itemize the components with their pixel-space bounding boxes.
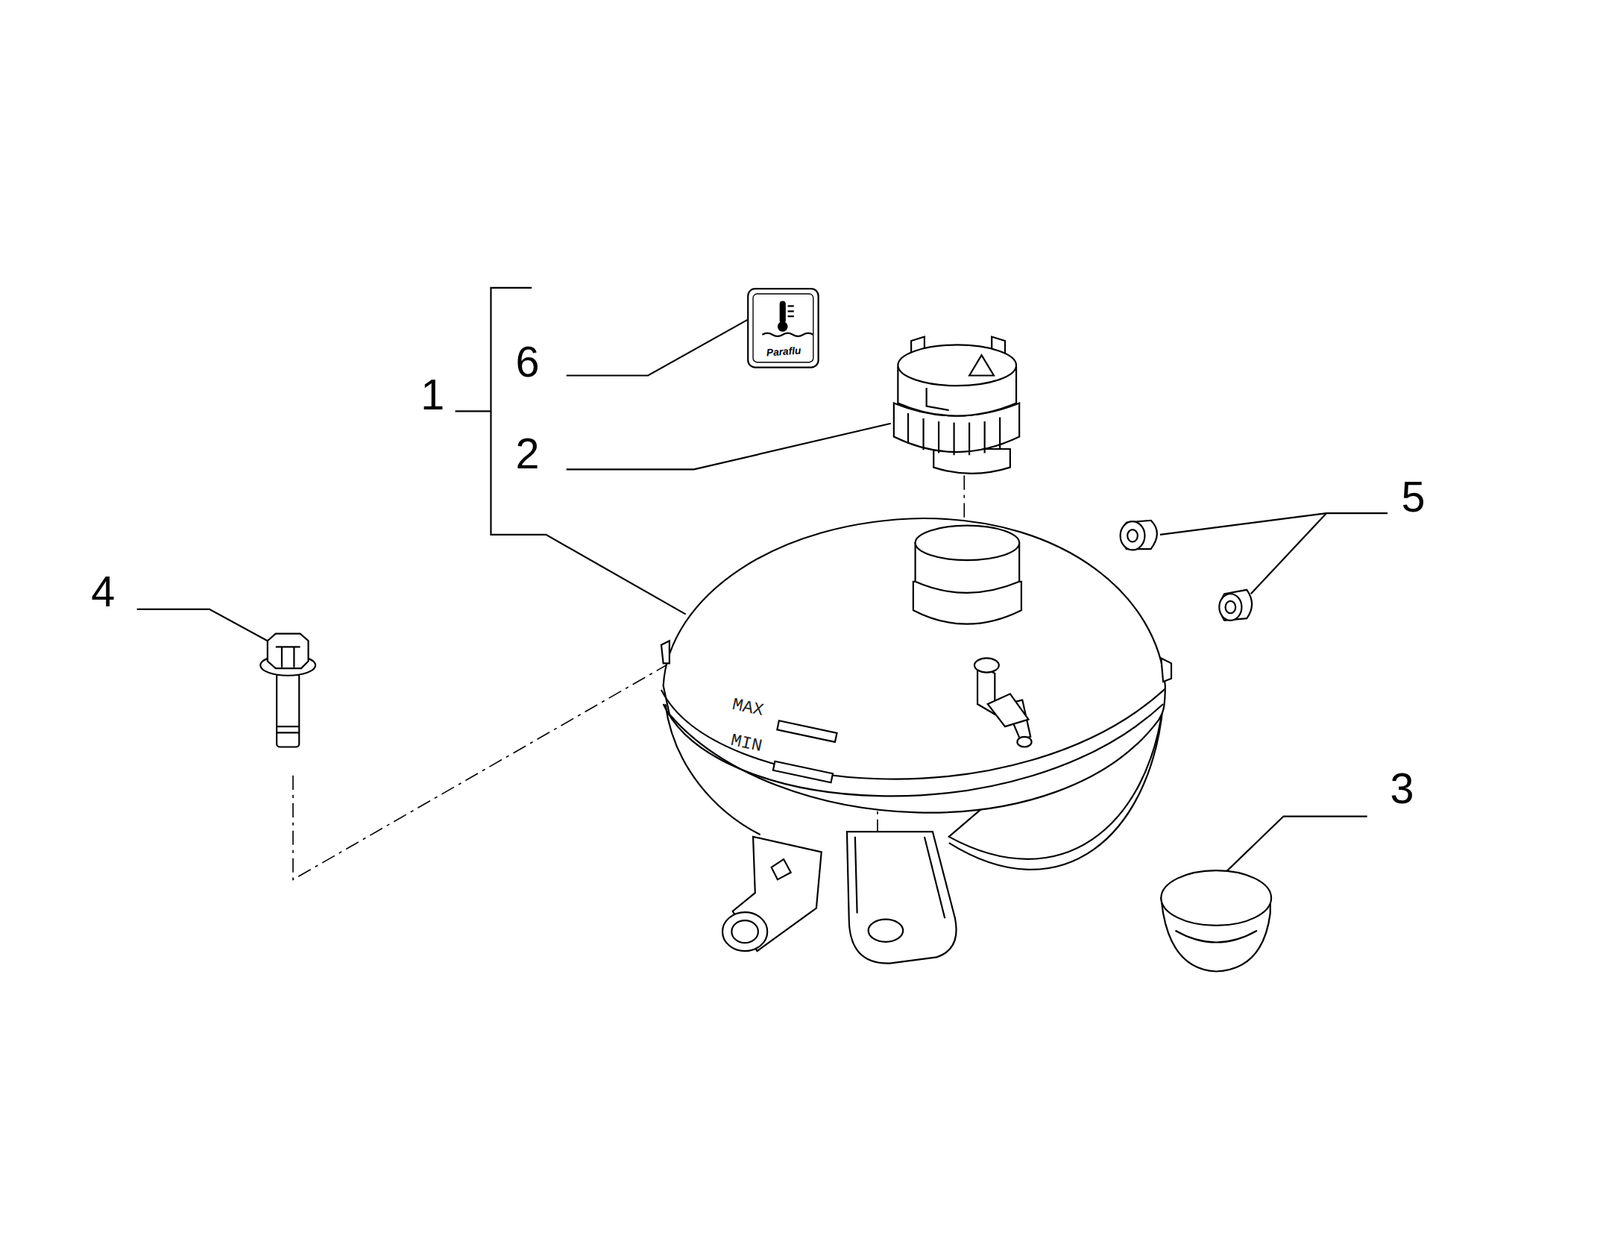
grommet-face <box>1219 593 1242 621</box>
thermometer <box>779 301 786 324</box>
thermometer-scale <box>788 305 795 317</box>
bolt-shank <box>276 673 299 748</box>
callout-number: 4 <box>90 570 115 613</box>
bolt-facets <box>275 646 301 667</box>
callout-number: 5 <box>1401 475 1426 519</box>
tank-dome <box>663 518 1166 813</box>
warning-triangle <box>969 354 994 376</box>
bolt <box>260 633 316 748</box>
bracket-line <box>490 287 686 615</box>
neck-opening <box>915 525 1020 561</box>
sticker-inner <box>753 293 814 363</box>
bolt-thread <box>276 726 299 733</box>
plug <box>1160 870 1272 971</box>
callout-number: 1 <box>420 373 445 417</box>
pressure-cap <box>893 336 1020 473</box>
leader-line <box>1160 512 1388 535</box>
grommet-face <box>1120 521 1146 550</box>
grommet-hole <box>1225 600 1237 613</box>
tab-hole <box>868 919 904 942</box>
tank-seam <box>661 688 1166 780</box>
leader-line <box>1224 816 1368 874</box>
min-mark <box>773 761 833 783</box>
callout-number: 3 <box>1390 767 1415 810</box>
vent-body <box>987 693 1029 727</box>
cap-seal <box>933 448 1011 474</box>
tank-clip <box>661 640 670 663</box>
leader-lines <box>137 318 1388 874</box>
vent-end <box>1016 736 1032 748</box>
leader-line <box>1251 512 1327 594</box>
thermometer-bulb <box>777 321 789 332</box>
coolant-sticker <box>747 288 818 367</box>
bolt-head <box>267 633 309 669</box>
cap-top <box>897 344 1017 386</box>
grommets <box>1120 520 1252 621</box>
tank-seam <box>663 703 1164 796</box>
grommet-hole <box>1127 529 1138 542</box>
callout-number: 2 <box>515 432 540 475</box>
group-bracket <box>455 287 686 615</box>
sticker-border <box>747 288 818 367</box>
leader-line <box>566 318 751 376</box>
leader-line <box>566 423 891 470</box>
leader-line <box>137 609 268 641</box>
plug-step <box>1175 930 1257 943</box>
tab-rib <box>855 836 945 918</box>
vent-top <box>974 657 1000 672</box>
max-mark <box>776 720 837 742</box>
bracket-tick <box>455 410 492 412</box>
tank-clip <box>1160 657 1172 681</box>
cap-grip <box>926 387 950 411</box>
expansion-tank <box>661 518 1172 964</box>
pipe-end <box>722 911 768 951</box>
mounting-tab <box>846 831 957 964</box>
pipe-bore <box>731 920 759 943</box>
water-wave <box>761 333 813 337</box>
cap-ribs <box>908 413 1000 455</box>
callout-number: 6 <box>515 340 540 384</box>
plug-top <box>1160 870 1272 926</box>
pipe-lug <box>771 858 792 880</box>
